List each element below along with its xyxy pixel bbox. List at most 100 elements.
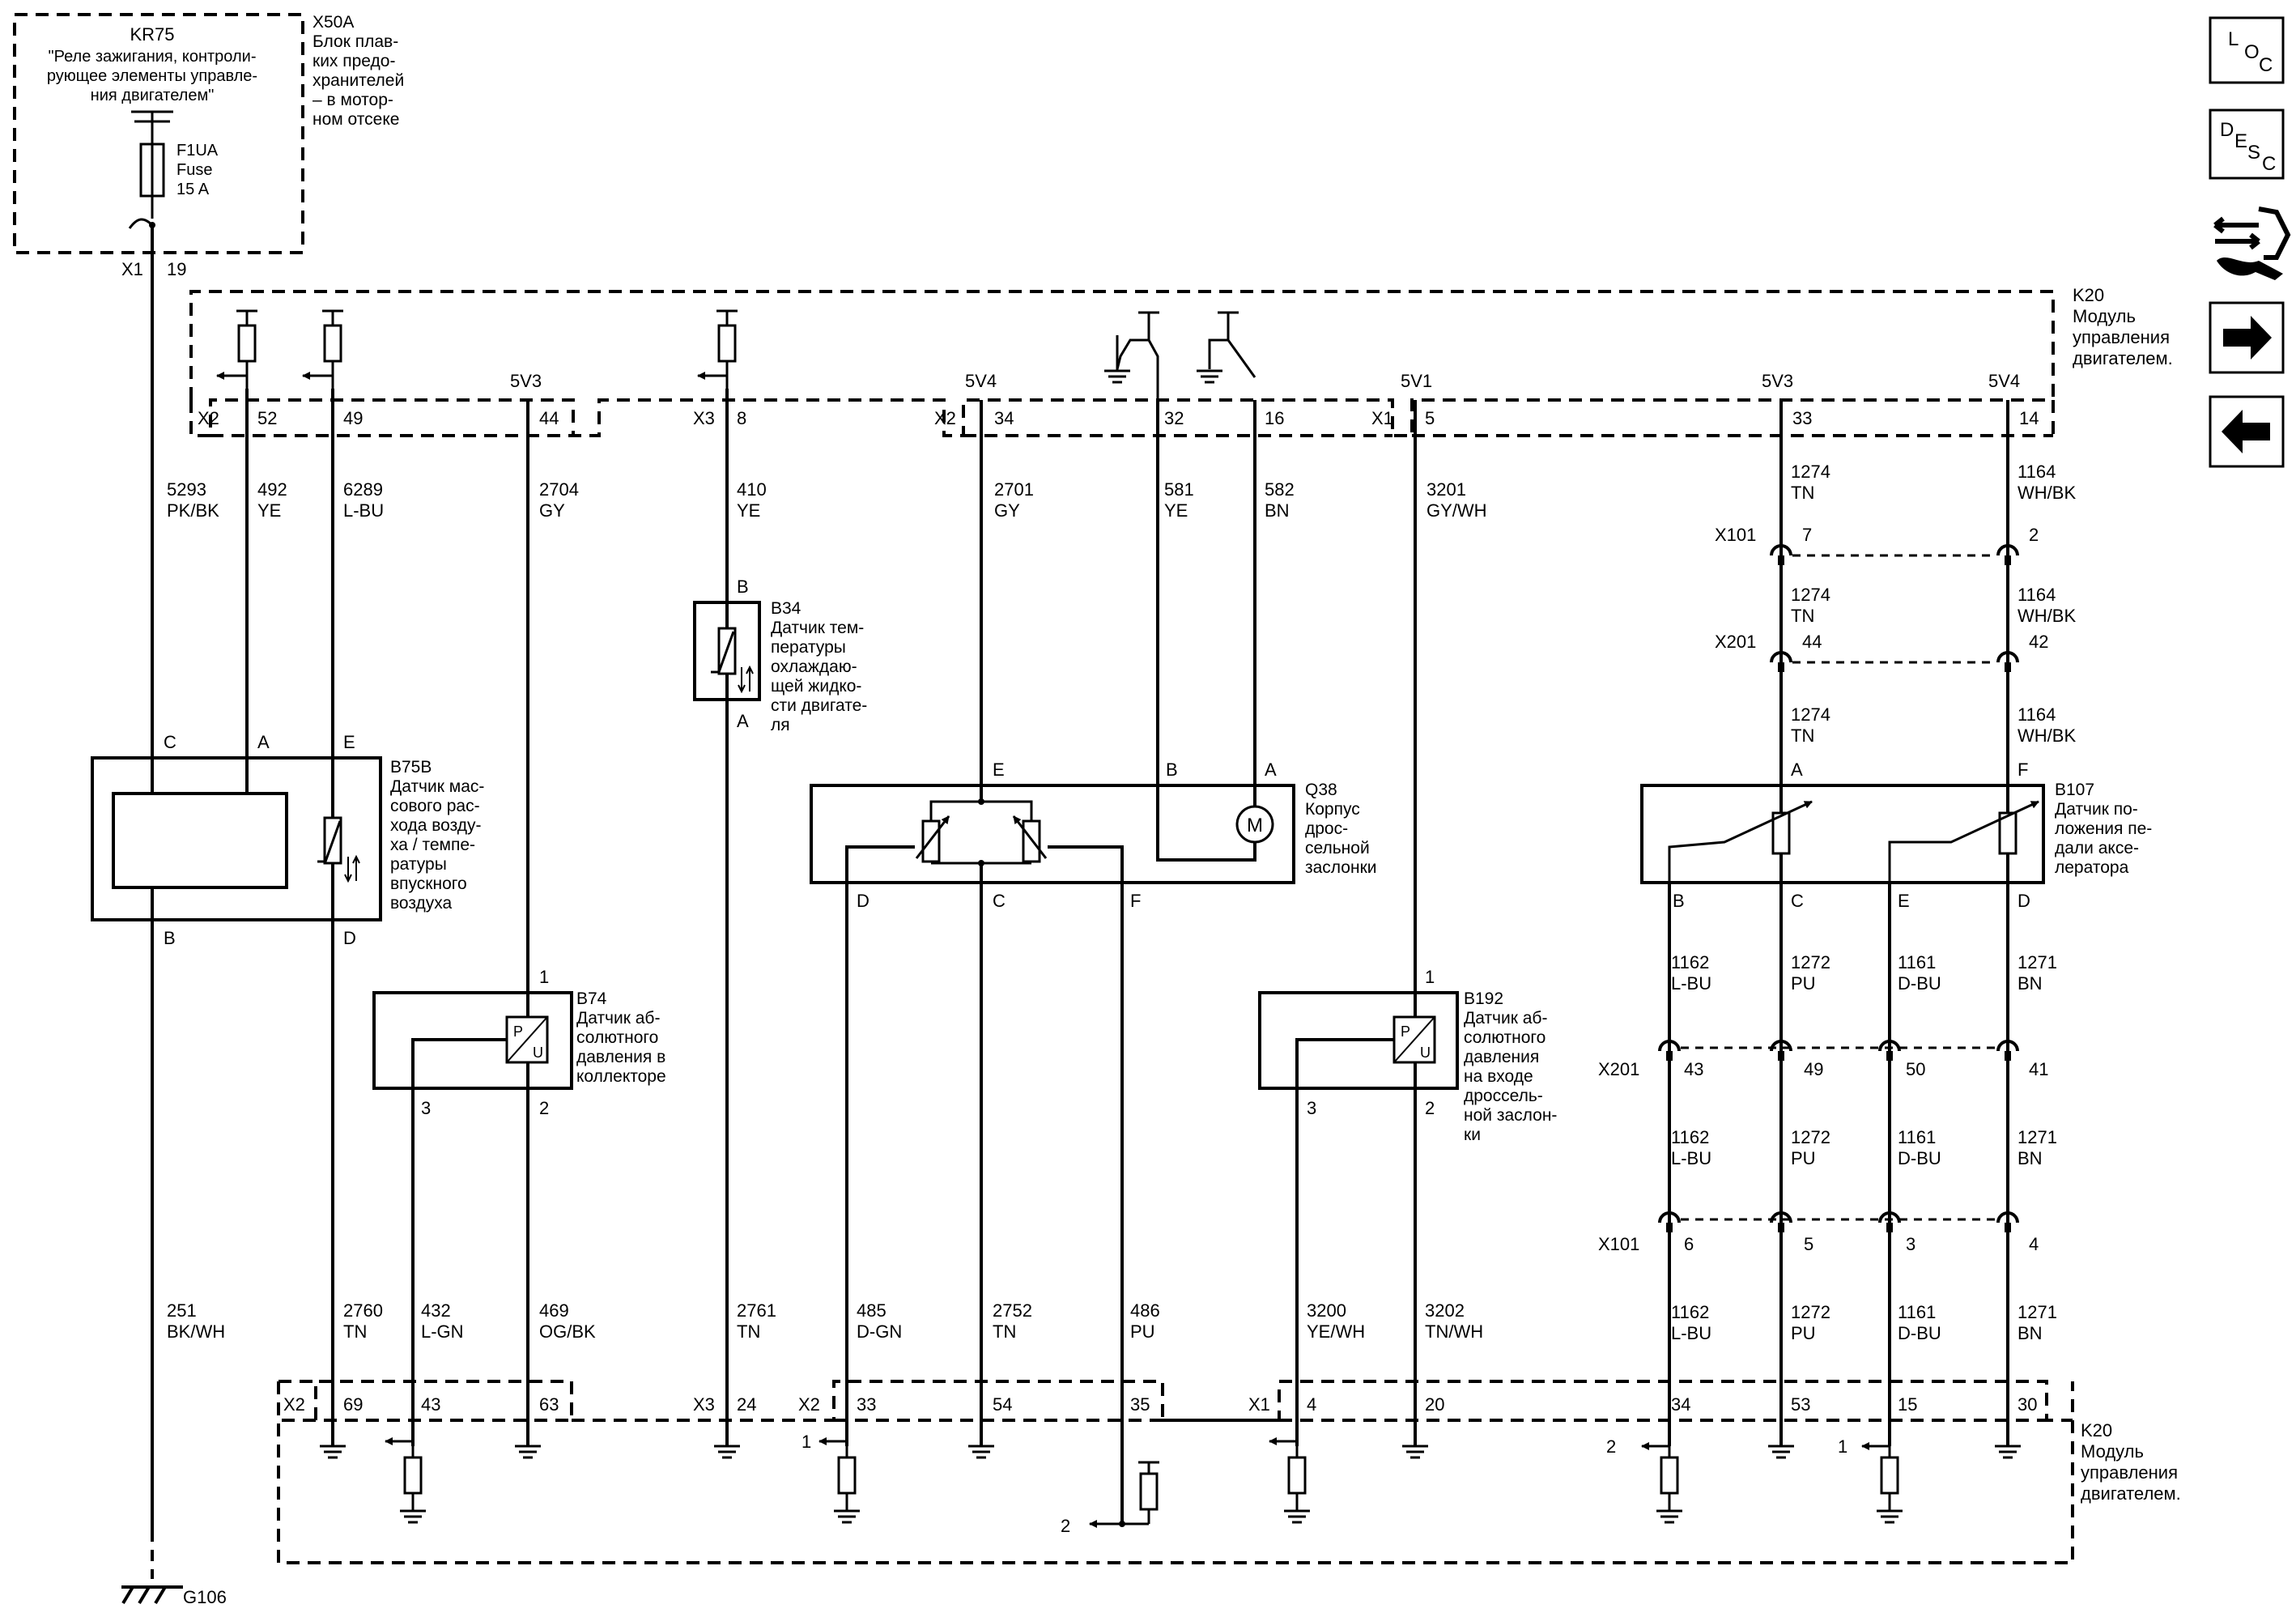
svg-text:GY/WH: GY/WH xyxy=(1426,500,1487,521)
svg-text:69: 69 xyxy=(343,1394,363,1415)
location-button[interactable]: L O C xyxy=(2209,16,2285,84)
ecm-top-boundary xyxy=(189,290,2055,437)
svg-text:YE: YE xyxy=(737,500,760,521)
arrow-ref-1a: 1 xyxy=(801,1432,811,1452)
svg-text:управления: управления xyxy=(2081,1462,2178,1483)
next-page-button[interactable] xyxy=(2209,301,2285,374)
svg-text:E: E xyxy=(993,760,1005,780)
previous-page-button[interactable] xyxy=(2209,395,2285,468)
svg-text:дрос-: дрос- xyxy=(1305,819,1348,838)
x50a-label: X50A Блок плав- ких предо- хранителей – … xyxy=(313,13,404,129)
ground-g106: G106 xyxy=(121,1530,227,1607)
svg-text:A: A xyxy=(257,732,270,752)
svg-text:30: 30 xyxy=(2018,1394,2037,1415)
svg-text:BK/WH: BK/WH xyxy=(167,1321,225,1342)
svg-text:ном отсеке: ном отсеке xyxy=(313,110,399,129)
svg-text:3201: 3201 xyxy=(1426,479,1466,500)
svg-text:50: 50 xyxy=(1906,1059,1925,1079)
svg-text:2: 2 xyxy=(539,1098,549,1118)
svg-text:6: 6 xyxy=(1684,1234,1694,1254)
inline-connector-x201-lower: X201 43 49 50 41 xyxy=(1598,1040,2048,1079)
svg-text:7: 7 xyxy=(1802,525,1812,545)
svg-text:A: A xyxy=(737,711,749,731)
svg-text:1164: 1164 xyxy=(2018,462,2056,482)
ref-5v3-a: 5V3 xyxy=(510,371,542,391)
svg-text:L-BU: L-BU xyxy=(1671,1148,1711,1168)
svg-text:1274: 1274 xyxy=(1791,585,1830,605)
svg-text:ля: ля xyxy=(771,716,790,734)
svg-text:PU: PU xyxy=(1791,1323,1816,1343)
svg-text:5293: 5293 xyxy=(167,479,206,500)
svg-text:E: E xyxy=(2234,130,2247,152)
svg-text:B: B xyxy=(1673,891,1685,911)
svg-text:E: E xyxy=(1898,891,1910,911)
svg-text:S: S xyxy=(2247,142,2260,164)
svg-text:5: 5 xyxy=(1425,408,1435,428)
svg-text:TN: TN xyxy=(1791,483,1814,503)
svg-text:D-BU: D-BU xyxy=(1898,1323,1941,1343)
arrow-ref-1b: 1 xyxy=(1838,1436,1847,1457)
svg-text:486: 486 xyxy=(1130,1300,1160,1321)
b75b-sensor: C A E B D xyxy=(91,732,382,948)
svg-text:A: A xyxy=(1265,760,1277,780)
motor-icon: M xyxy=(1247,815,1263,836)
svg-text:ложения пе-: ложения пе- xyxy=(2055,819,2152,838)
svg-text:35: 35 xyxy=(1130,1394,1150,1415)
svg-text:16: 16 xyxy=(1265,408,1284,428)
svg-text:давления: давления xyxy=(1464,1048,1539,1066)
svg-text:3: 3 xyxy=(1307,1098,1316,1118)
svg-text:сти двигате-: сти двигате- xyxy=(771,696,867,715)
svg-text:хода возду-: хода возду- xyxy=(390,816,482,835)
svg-text:52: 52 xyxy=(257,408,277,428)
ref-5v4-a: 5V4 xyxy=(965,371,997,391)
svg-text:U: U xyxy=(1420,1045,1431,1061)
svg-text:L-BU: L-BU xyxy=(343,500,384,521)
svg-text:ких предо-: ких предо- xyxy=(313,52,395,70)
kr75-line-3: ния двигателем" xyxy=(91,87,215,104)
svg-text:1161: 1161 xyxy=(1898,1127,1936,1147)
b107-label: B107 Датчик по- ложения пе- дали аксе- л… xyxy=(2055,781,2152,877)
description-button[interactable]: D E S C xyxy=(2209,109,2285,180)
svg-text:PU: PU xyxy=(1130,1321,1155,1342)
svg-text:33: 33 xyxy=(857,1394,876,1415)
svg-text:1161: 1161 xyxy=(1898,952,1936,972)
svg-text:WH/BK: WH/BK xyxy=(2018,606,2076,626)
svg-text:32: 32 xyxy=(1164,408,1184,428)
svg-text:GY: GY xyxy=(539,500,565,521)
svg-text:2704: 2704 xyxy=(539,479,579,500)
svg-text:43: 43 xyxy=(421,1394,440,1415)
svg-text:1271: 1271 xyxy=(2018,952,2057,972)
svg-text:G106: G106 xyxy=(183,1587,227,1607)
svg-text:3200: 3200 xyxy=(1307,1300,1346,1321)
ref-5v4-b: 5V4 xyxy=(1988,371,2020,391)
svg-text:4: 4 xyxy=(2029,1234,2039,1254)
svg-text:Датчик тем-: Датчик тем- xyxy=(771,619,864,637)
svg-text:3: 3 xyxy=(1906,1234,1915,1254)
svg-text:X1: X1 xyxy=(1371,408,1393,428)
connector-repair-button[interactable] xyxy=(2213,206,2291,280)
svg-text:X2: X2 xyxy=(198,408,219,428)
q38-throttle-body: M E B A D C F xyxy=(810,760,1295,911)
svg-text:D: D xyxy=(2018,891,2030,911)
top-wire-labels: 5293 PK/BK 492 YE 6289 L-BU 2704 GY 410 … xyxy=(167,479,1487,521)
svg-text:K20: K20 xyxy=(2073,285,2104,305)
svg-text:BN: BN xyxy=(2018,1323,2043,1343)
svg-text:PU: PU xyxy=(1791,1148,1816,1168)
svg-text:C: C xyxy=(1791,891,1804,911)
inline-connector-x201-upper: X201 44 42 xyxy=(1715,632,2048,672)
arrow-right-icon xyxy=(2223,316,2272,360)
svg-text:41: 41 xyxy=(2029,1059,2048,1079)
svg-text:B: B xyxy=(1166,760,1178,780)
svg-text:44: 44 xyxy=(539,408,559,428)
svg-text:20: 20 xyxy=(1425,1394,1444,1415)
svg-text:X3: X3 xyxy=(693,408,715,428)
svg-text:GY: GY xyxy=(994,500,1020,521)
svg-text:A: A xyxy=(1791,760,1803,780)
svg-text:B192: B192 xyxy=(1464,989,1503,1008)
fuse-type: Fuse xyxy=(176,161,212,179)
svg-text:коллекторе: коллекторе xyxy=(576,1067,666,1086)
b34-label: B34 Датчик тем- пературы охлаждаю- щей ж… xyxy=(771,599,867,734)
svg-text:D: D xyxy=(343,928,356,948)
svg-text:1162: 1162 xyxy=(1671,1127,1709,1147)
svg-text:1162: 1162 xyxy=(1671,952,1709,972)
